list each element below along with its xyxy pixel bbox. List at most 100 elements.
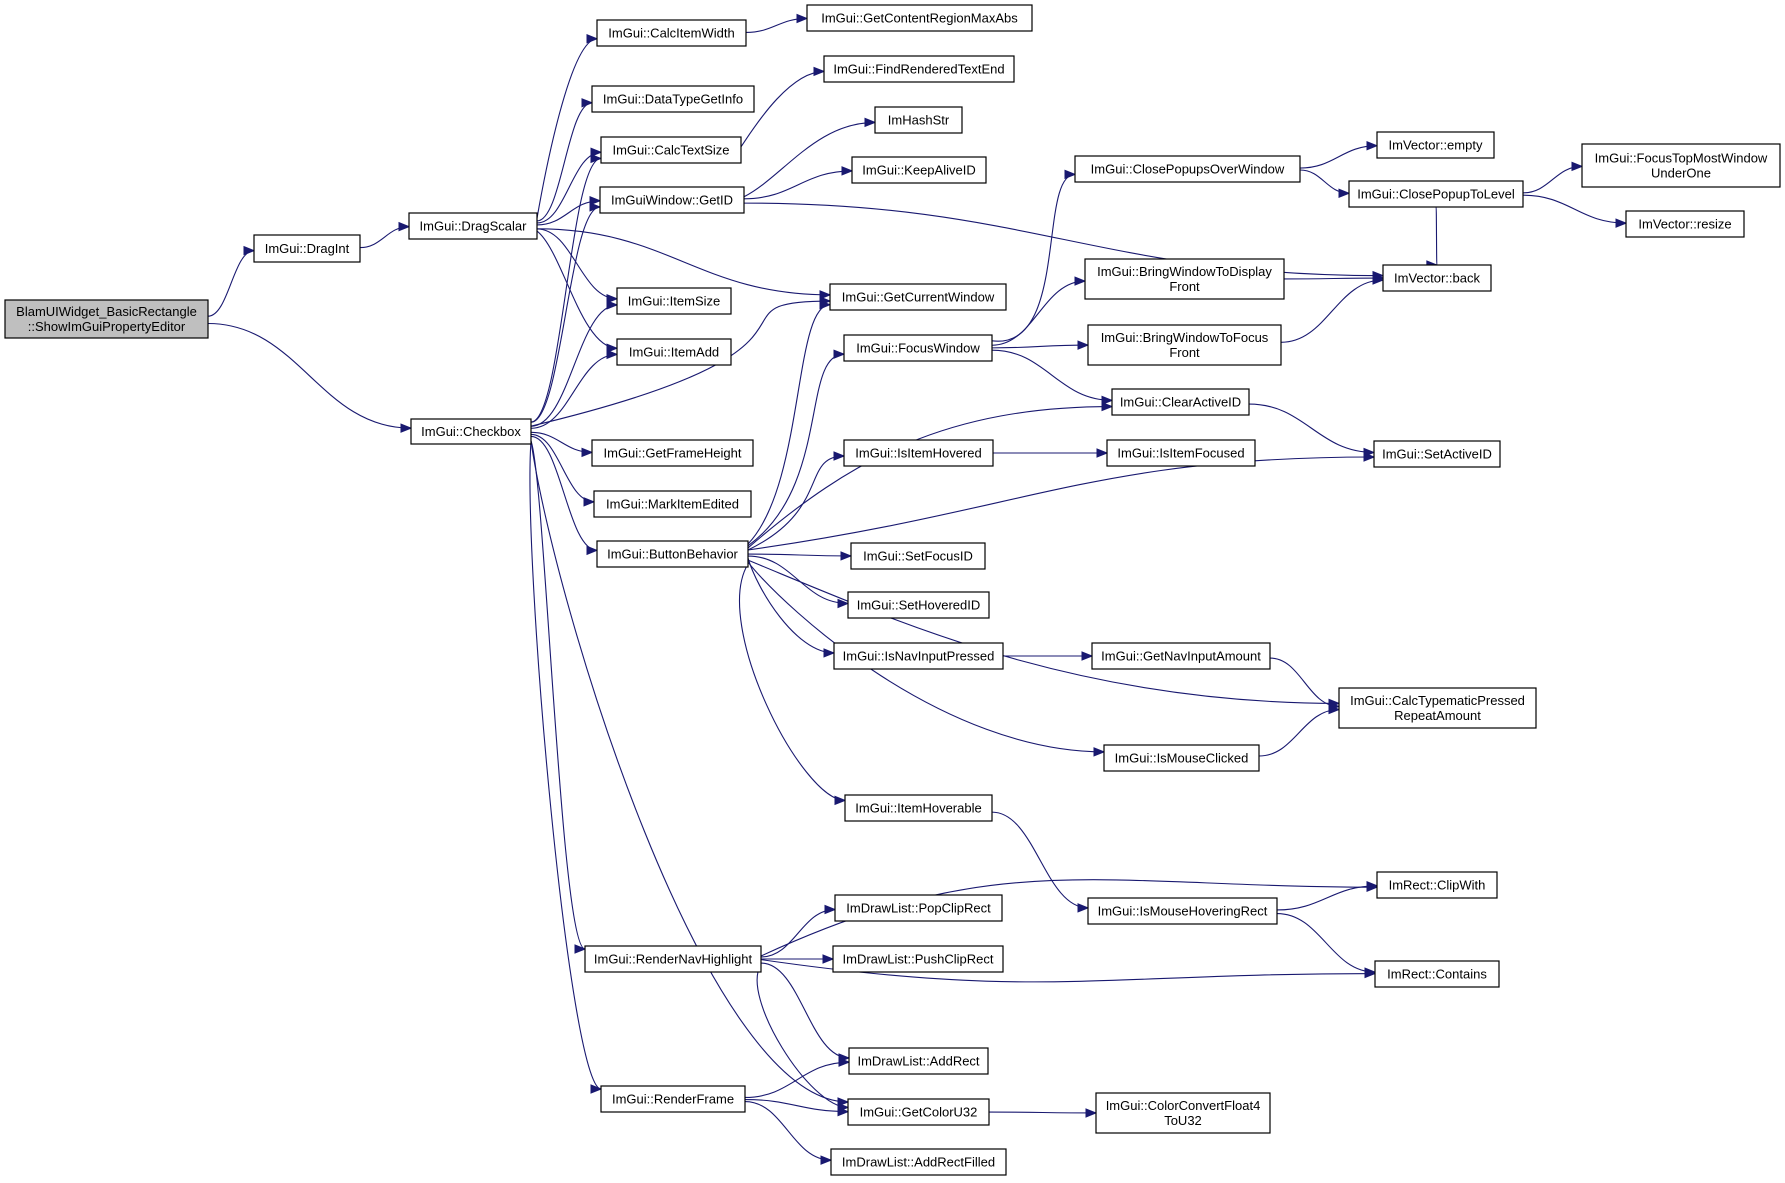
node-renderframe[interactable]: ImGui::RenderFrame [600,1085,746,1113]
node-getnavinputamount[interactable]: ImGui::GetNavInputAmount [1091,642,1271,670]
call-edge-closepopuptolevel-to-imvectorback [1435,206,1438,266]
node-box [850,542,986,570]
node-getcoloru32[interactable]: ImGui::GetColorU32 [847,1098,990,1126]
node-buttonbehavior[interactable]: ImGui::ButtonBehavior [596,540,749,568]
node-sethoveredid[interactable]: ImGui::SetHoveredID [847,591,990,619]
node-keepaliveid[interactable]: ImGui::KeepAliveID [851,156,987,184]
node-box [823,55,1015,83]
node-imvectorresize[interactable]: ImVector::resize [1625,210,1745,238]
call-edge-focuswindow-to-bringwindowtofocusfront [991,344,1089,349]
node-box [834,894,1003,922]
node-calcitemwidth[interactable]: ImGui::CalcItemWidth [596,19,747,47]
node-isitemfocused[interactable]: ImGui::IsItemFocused [1106,439,1256,467]
node-label: ImGui::CalcTypematicPressed [1350,693,1525,708]
node-label: ImDrawList::PushClipRect [843,952,994,967]
node-label: ImRect::ClipWith [1389,878,1486,893]
node-getcurrentwindow[interactable]: ImGui::GetCurrentWindow [829,283,1007,311]
call-edge-buttonbehavior-to-getcurrentwindow [747,304,831,545]
node-imvectorback[interactable]: ImVector::back [1382,264,1492,292]
node-dragscalar[interactable]: ImGui::DragScalar [408,212,538,240]
arrowhead-calcitemwidth-to-getcontentregionmaxabs [796,13,809,24]
node-pushcliprect[interactable]: ImDrawList::PushClipRect [832,945,1004,973]
node-itemadd[interactable]: ImGui::ItemAdd [616,338,732,366]
node-addrectfilled[interactable]: ImDrawList::AddRectFilled [830,1148,1007,1176]
node-box [1084,258,1285,300]
node-box [1111,388,1250,416]
node-box [1091,642,1271,670]
call-edge-focuswindow-to-bringwindowtodisplayfront [991,280,1086,346]
arrowhead-isnavinputpressed-to-getnavinputamount [1081,651,1094,661]
node-itemsize[interactable]: ImGui::ItemSize [616,287,732,315]
call-edge-root-to-checkbox [207,322,412,429]
node-imrectclipwith[interactable]: ImRect::ClipWith [1376,871,1498,899]
node-setactiveid[interactable]: ImGui::SetActiveID [1373,440,1501,468]
node-isitemhovered[interactable]: ImGui::IsItemHovered [843,439,994,467]
node-isnavinputpressed[interactable]: ImGui::IsNavInputPressed [833,642,1004,670]
call-edge-ismousehoveringrect-to-imrectcontains [1276,912,1376,973]
call-edge-root-to-dragint [207,250,255,317]
node-label: ImGuiWindow::GetID [611,193,733,208]
node-label: ImGui::IsItemHovered [855,446,981,461]
node-box [1103,744,1260,772]
node-dragint[interactable]: ImGui::DragInt [253,234,361,263]
node-box [591,85,755,113]
node-checkbox[interactable]: ImGui::Checkbox [410,418,532,445]
arrowhead-buttonbehavior-to-setfocusid [840,551,853,561]
node-imhashstr[interactable]: ImHashStr [874,106,963,134]
call-edge-buttonbehavior-to-focuswindow [747,353,845,547]
node-focuswindow[interactable]: ImGui::FocusWindow [843,334,993,362]
node-rendernavhighlight[interactable]: ImGui::RenderNavHighlight [584,945,762,973]
arrowhead-focuswindow-to-bringwindowtofocusfront [1077,340,1090,350]
node-ismouseclicked[interactable]: ImGui::IsMouseClicked [1103,744,1260,772]
node-popcliprect[interactable]: ImDrawList::PopClipRect [834,894,1003,922]
node-box [1374,960,1500,988]
call-edge-focuswindow-to-clearactiveid [991,349,1113,401]
node-addrect[interactable]: ImDrawList::AddRect [848,1047,989,1075]
node-closepopuptolevel[interactable]: ImGui::ClosePopupToLevel [1348,180,1524,208]
node-closepopupsoverwindow[interactable]: ImGui::ClosePopupsOverWindow [1074,155,1301,183]
node-box [1376,871,1498,899]
node-box [1338,687,1537,729]
node-calctextsize[interactable]: ImGui::CalcTextSize [600,136,742,164]
arrowhead-dragint-to-dragscalar [398,221,411,232]
node-label: ImVector::empty [1389,138,1483,153]
node-box [1376,131,1495,159]
node-getframeheight[interactable]: ImGui::GetFrameHeight [591,439,754,467]
node-box [593,490,752,518]
call-edge-getcoloru32-to-colorconvertfloat4tou32 [988,1111,1097,1114]
node-label: ImGui::FindRenderedTextEnd [833,62,1004,77]
arrowhead-checkbox-to-renderframe [590,1084,603,1094]
call-edge-buttonbehavior-to-clearactiveid [747,406,1113,549]
node-findrenderedtextend[interactable]: ImGui::FindRenderedTextEnd [823,55,1015,83]
node-ismousehoveringrect[interactable]: ImGui::IsMouseHoveringRect [1087,897,1278,925]
node-box [848,1047,989,1075]
call-edge-ismousehoveringrect-to-imrectclipwith [1276,885,1378,911]
node-setfocusid[interactable]: ImGui::SetFocusID [850,542,986,570]
call-edge-closepopupsoverwindow-to-imvectorempty [1299,145,1378,169]
node-getid[interactable]: ImGuiWindow::GetID [599,186,745,214]
call-edge-renderframe-to-addrect [744,1061,850,1099]
node-label: ImGui::ClosePopupToLevel [1357,187,1515,202]
node-label: ImGui::SetHoveredID [857,598,981,613]
node-getcontentregionmaxabs[interactable]: ImGui::GetContentRegionMaxAbs [806,4,1033,32]
node-markitemedited[interactable]: ImGui::MarkItemEdited [593,490,752,518]
node-imvectorempty[interactable]: ImVector::empty [1376,131,1495,159]
node-clearactiveid[interactable]: ImGui::ClearActiveID [1111,388,1250,416]
call-edge-rendernavhighlight-to-addrect [760,962,850,1059]
node-itemhoverable[interactable]: ImGui::ItemHoverable [844,794,993,822]
node-datatypegetinfo[interactable]: ImGui::DataTypeGetInfo [591,85,755,113]
node-box [591,439,754,467]
arrowhead-ismouseclicked-to-calctypematicpressedrepeatamount [1328,704,1341,715]
arrowhead-rendernavhighlight-to-imrectclipwith [1366,882,1379,892]
node-root[interactable]: BlamUIWidget_BasicRectangle::ShowImGuiPr… [4,299,209,339]
call-edge-checkbox-to-renderframe [529,440,602,1090]
arrowhead-checkbox-to-calctextsize [590,153,603,164]
node-imrectcontains[interactable]: ImRect::Contains [1374,960,1500,988]
arrowhead-buttonbehavior-to-clearactiveid [1101,401,1114,412]
